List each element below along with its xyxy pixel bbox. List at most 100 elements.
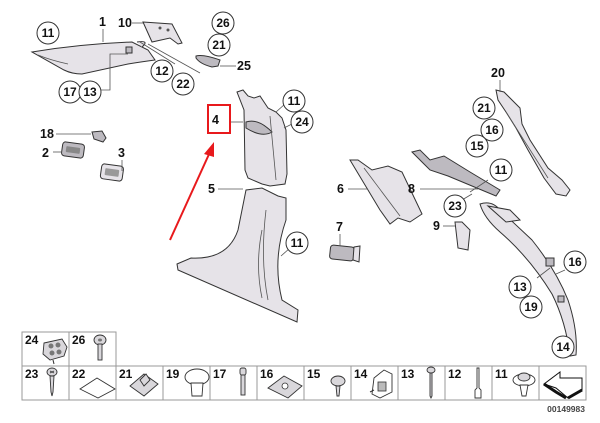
callout-26a[interactable]: 26 bbox=[211, 11, 235, 35]
part-4-upper-pillar-trim[interactable] bbox=[236, 89, 288, 187]
hw-cell-26[interactable]: 26 bbox=[68, 331, 117, 367]
hw-label: 22 bbox=[72, 367, 86, 381]
hw-cell-16[interactable]: 16 bbox=[256, 365, 305, 401]
label-7: 7 bbox=[336, 220, 343, 234]
callout-16b[interactable]: 16 bbox=[563, 250, 587, 274]
hw-label: 13 bbox=[401, 367, 415, 381]
callout-text: 17 bbox=[63, 85, 77, 99]
hw-label: 14 bbox=[354, 367, 368, 381]
part-7-switch[interactable] bbox=[329, 244, 361, 263]
callout-text: 23 bbox=[448, 199, 462, 213]
label-25: 25 bbox=[237, 59, 251, 73]
highlight-box bbox=[207, 104, 231, 134]
label-10: 10 bbox=[118, 16, 132, 30]
bolt-icon bbox=[93, 334, 107, 361]
hw-cell-13[interactable]: 13 bbox=[397, 365, 446, 401]
hw-cell-11[interactable]: 11 bbox=[491, 365, 540, 401]
part-9-cap[interactable] bbox=[454, 221, 471, 251]
callout-12a[interactable]: 12 bbox=[150, 59, 174, 83]
callout-text: 11 bbox=[495, 163, 508, 177]
leader-13 bbox=[100, 53, 128, 91]
label-6: 6 bbox=[337, 182, 344, 196]
callout-text: 26 bbox=[216, 16, 230, 30]
part-8-long-trim[interactable] bbox=[411, 149, 577, 357]
callout-19a[interactable]: 19 bbox=[519, 295, 543, 319]
callout-text: 24 bbox=[295, 115, 309, 129]
hw-label: 17 bbox=[213, 367, 227, 381]
hardware-table: 24 26 23 bbox=[21, 331, 587, 401]
hw-label: 21 bbox=[119, 367, 133, 381]
part-2-switch[interactable] bbox=[61, 141, 85, 159]
callout-text: 19 bbox=[524, 300, 538, 314]
spring-nut-icon bbox=[267, 375, 303, 399]
callout-text: 16 bbox=[485, 123, 499, 137]
callout-17a[interactable]: 17 bbox=[58, 80, 82, 104]
hw-label: 24 bbox=[25, 333, 39, 347]
part-5-lower-pillar-trim[interactable] bbox=[176, 187, 299, 323]
part-6-trim[interactable] bbox=[349, 159, 423, 225]
callout-11c[interactable]: 11 bbox=[285, 231, 309, 255]
leader-24 bbox=[283, 123, 293, 129]
callout-13b[interactable]: 13 bbox=[508, 275, 532, 299]
hw-cell-24[interactable]: 24 bbox=[21, 331, 70, 367]
hex-screw-icon bbox=[330, 375, 346, 397]
hw-label: 26 bbox=[72, 333, 86, 347]
callout-11a[interactable]: 11 bbox=[36, 21, 60, 45]
callout-21b[interactable]: 21 bbox=[472, 96, 496, 120]
callout-11b[interactable]: 11 bbox=[282, 89, 306, 113]
hw-cell-23[interactable]: 23 bbox=[21, 365, 70, 401]
hw-cell-17[interactable]: 17 bbox=[209, 365, 258, 401]
callout-15a[interactable]: 15 bbox=[465, 134, 489, 158]
label-20: 20 bbox=[491, 66, 505, 80]
callout-text: 15 bbox=[470, 139, 484, 153]
hw-cell-22[interactable]: 22 bbox=[68, 365, 117, 401]
trim-clip-icon bbox=[512, 372, 536, 397]
callout-24a[interactable]: 24 bbox=[290, 110, 314, 134]
pad-icon bbox=[79, 377, 116, 399]
hw-cell-21[interactable]: 21 bbox=[115, 365, 164, 401]
callout-13a[interactable]: 13 bbox=[78, 80, 102, 104]
callout-23a[interactable]: 23 bbox=[443, 194, 467, 218]
callout-text: 22 bbox=[176, 77, 190, 91]
callout-14a[interactable]: 14 bbox=[551, 335, 575, 359]
part-1-upper-trim[interactable] bbox=[30, 41, 156, 75]
part-18-clip[interactable] bbox=[91, 130, 107, 143]
callout-text: 11 bbox=[291, 236, 304, 250]
part-25-clip[interactable] bbox=[195, 55, 221, 68]
hw-cell-14[interactable]: 14 bbox=[350, 365, 399, 401]
callout-21a[interactable]: 21 bbox=[207, 33, 231, 57]
switch-clip-icon bbox=[42, 338, 68, 365]
part-3-switch[interactable] bbox=[99, 163, 124, 182]
hw-cell-19[interactable]: 19 bbox=[162, 365, 211, 401]
callout-11d[interactable]: 11 bbox=[489, 158, 513, 182]
highlight-arrow bbox=[169, 142, 214, 241]
push-rivet-icon bbox=[184, 368, 210, 397]
callout-text: 13 bbox=[83, 85, 97, 99]
label-2: 2 bbox=[42, 146, 49, 160]
leader-22 bbox=[147, 43, 201, 74]
part-1-tab bbox=[125, 46, 133, 54]
hw-label: 15 bbox=[307, 367, 321, 381]
reference-number: 00149983 bbox=[547, 404, 585, 414]
leader-11d bbox=[469, 179, 489, 193]
hw-cell-15[interactable]: 15 bbox=[303, 365, 352, 401]
bracket-clip-icon bbox=[369, 369, 393, 399]
label-4: 4 bbox=[212, 113, 219, 127]
part-10-bracket[interactable] bbox=[142, 21, 183, 45]
hw-label: 12 bbox=[448, 367, 462, 381]
screw-icon bbox=[46, 367, 58, 397]
hw-label: 19 bbox=[166, 367, 180, 381]
hw-cell-arrow[interactable] bbox=[538, 365, 587, 401]
clip-nut-icon bbox=[129, 373, 159, 397]
callout-text: 11 bbox=[42, 26, 55, 40]
callout-22a[interactable]: 22 bbox=[171, 72, 195, 96]
hw-label: 11 bbox=[495, 367, 508, 381]
label-8: 8 bbox=[408, 182, 415, 196]
hw-label: 16 bbox=[260, 367, 274, 381]
callout-text: 11 bbox=[288, 94, 301, 108]
callout-text: 21 bbox=[212, 38, 226, 52]
part-20-rail[interactable] bbox=[495, 89, 571, 197]
callout-16a[interactable]: 16 bbox=[480, 118, 504, 142]
hw-cell-12[interactable]: 12 bbox=[444, 365, 493, 401]
